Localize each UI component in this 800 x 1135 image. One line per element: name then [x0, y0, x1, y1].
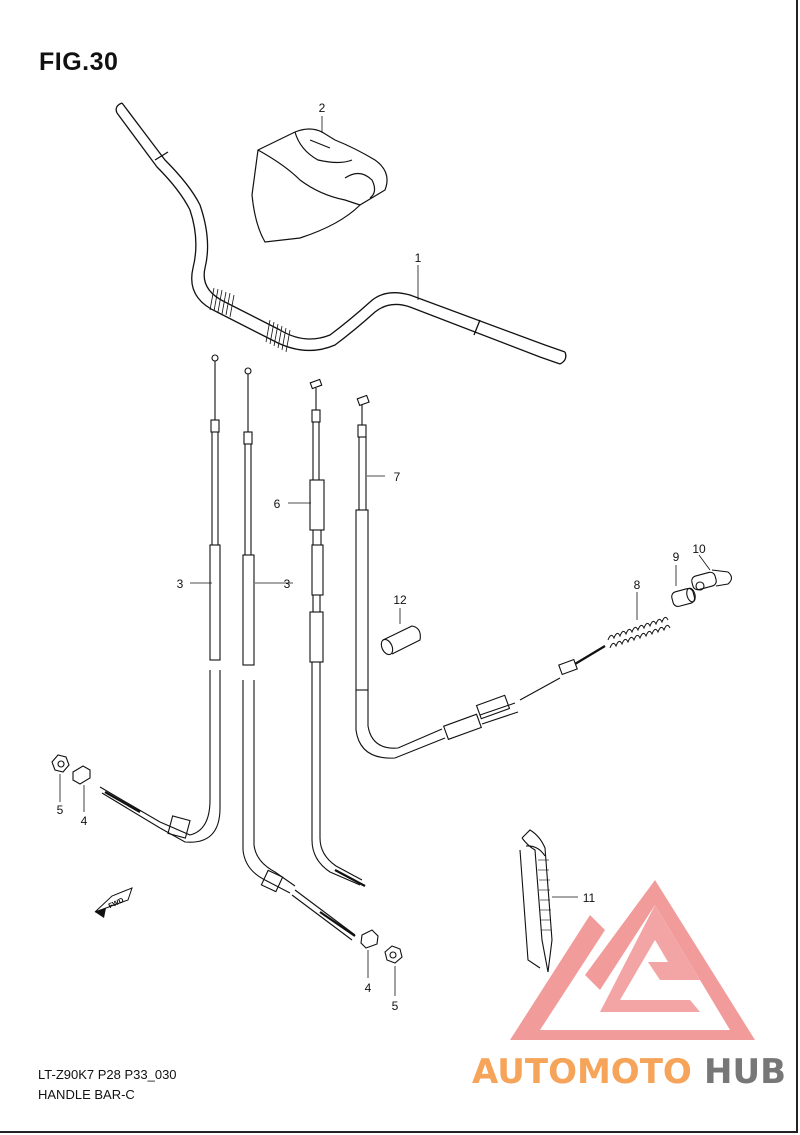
adjuster-nut-left [51, 754, 70, 773]
figure-title: FIG.30 [39, 48, 119, 76]
joint-part [691, 569, 733, 591]
handle-bar-part [115, 102, 567, 365]
watermark-word-a: AUTOMOTO [472, 1052, 692, 1092]
throttle-cable-left-part [99, 354, 221, 843]
brake-cable-part [309, 378, 366, 887]
rear-brake-cable-part [355, 394, 606, 759]
callout-2: 2 [319, 101, 326, 115]
locknut-left [72, 765, 91, 785]
figure-code: LT-Z90K7 P28 P33_030 [38, 1067, 177, 1082]
sleeve-part [380, 625, 421, 656]
watermark-text: AUTOMOTO HUB [472, 1052, 786, 1092]
adjuster-nut-right [384, 945, 403, 964]
callout-1: 1 [415, 251, 422, 265]
callout-9: 9 [673, 550, 680, 564]
callout-4-right: 4 [365, 981, 372, 995]
handle-cover-part [251, 128, 388, 243]
callout-5-right: 5 [392, 999, 399, 1013]
figure-name: HANDLE BAR-C [38, 1087, 135, 1102]
callout-12: 12 [393, 593, 407, 607]
callout-4-left: 4 [81, 814, 88, 828]
leader-lines [190, 475, 578, 898]
spring-part [607, 616, 671, 649]
callout-11: 11 [583, 891, 596, 905]
callout-10: 10 [692, 542, 706, 556]
callout-3-left: 3 [177, 577, 184, 591]
callout-8: 8 [634, 578, 641, 592]
watermark-word-b: HUB [704, 1052, 786, 1092]
fwd-arrow-icon: FWD [94, 887, 133, 918]
throttle-cable-right-part [242, 367, 356, 941]
cable-tie-part [519, 829, 553, 973]
locknut-right [360, 929, 379, 949]
callout-6: 6 [274, 497, 281, 511]
callout-7: 7 [394, 470, 401, 484]
watermark-logo [510, 880, 755, 1040]
callout-5-left: 5 [57, 803, 64, 817]
callout-3-right: 3 [284, 577, 291, 591]
collar-part [671, 587, 696, 608]
